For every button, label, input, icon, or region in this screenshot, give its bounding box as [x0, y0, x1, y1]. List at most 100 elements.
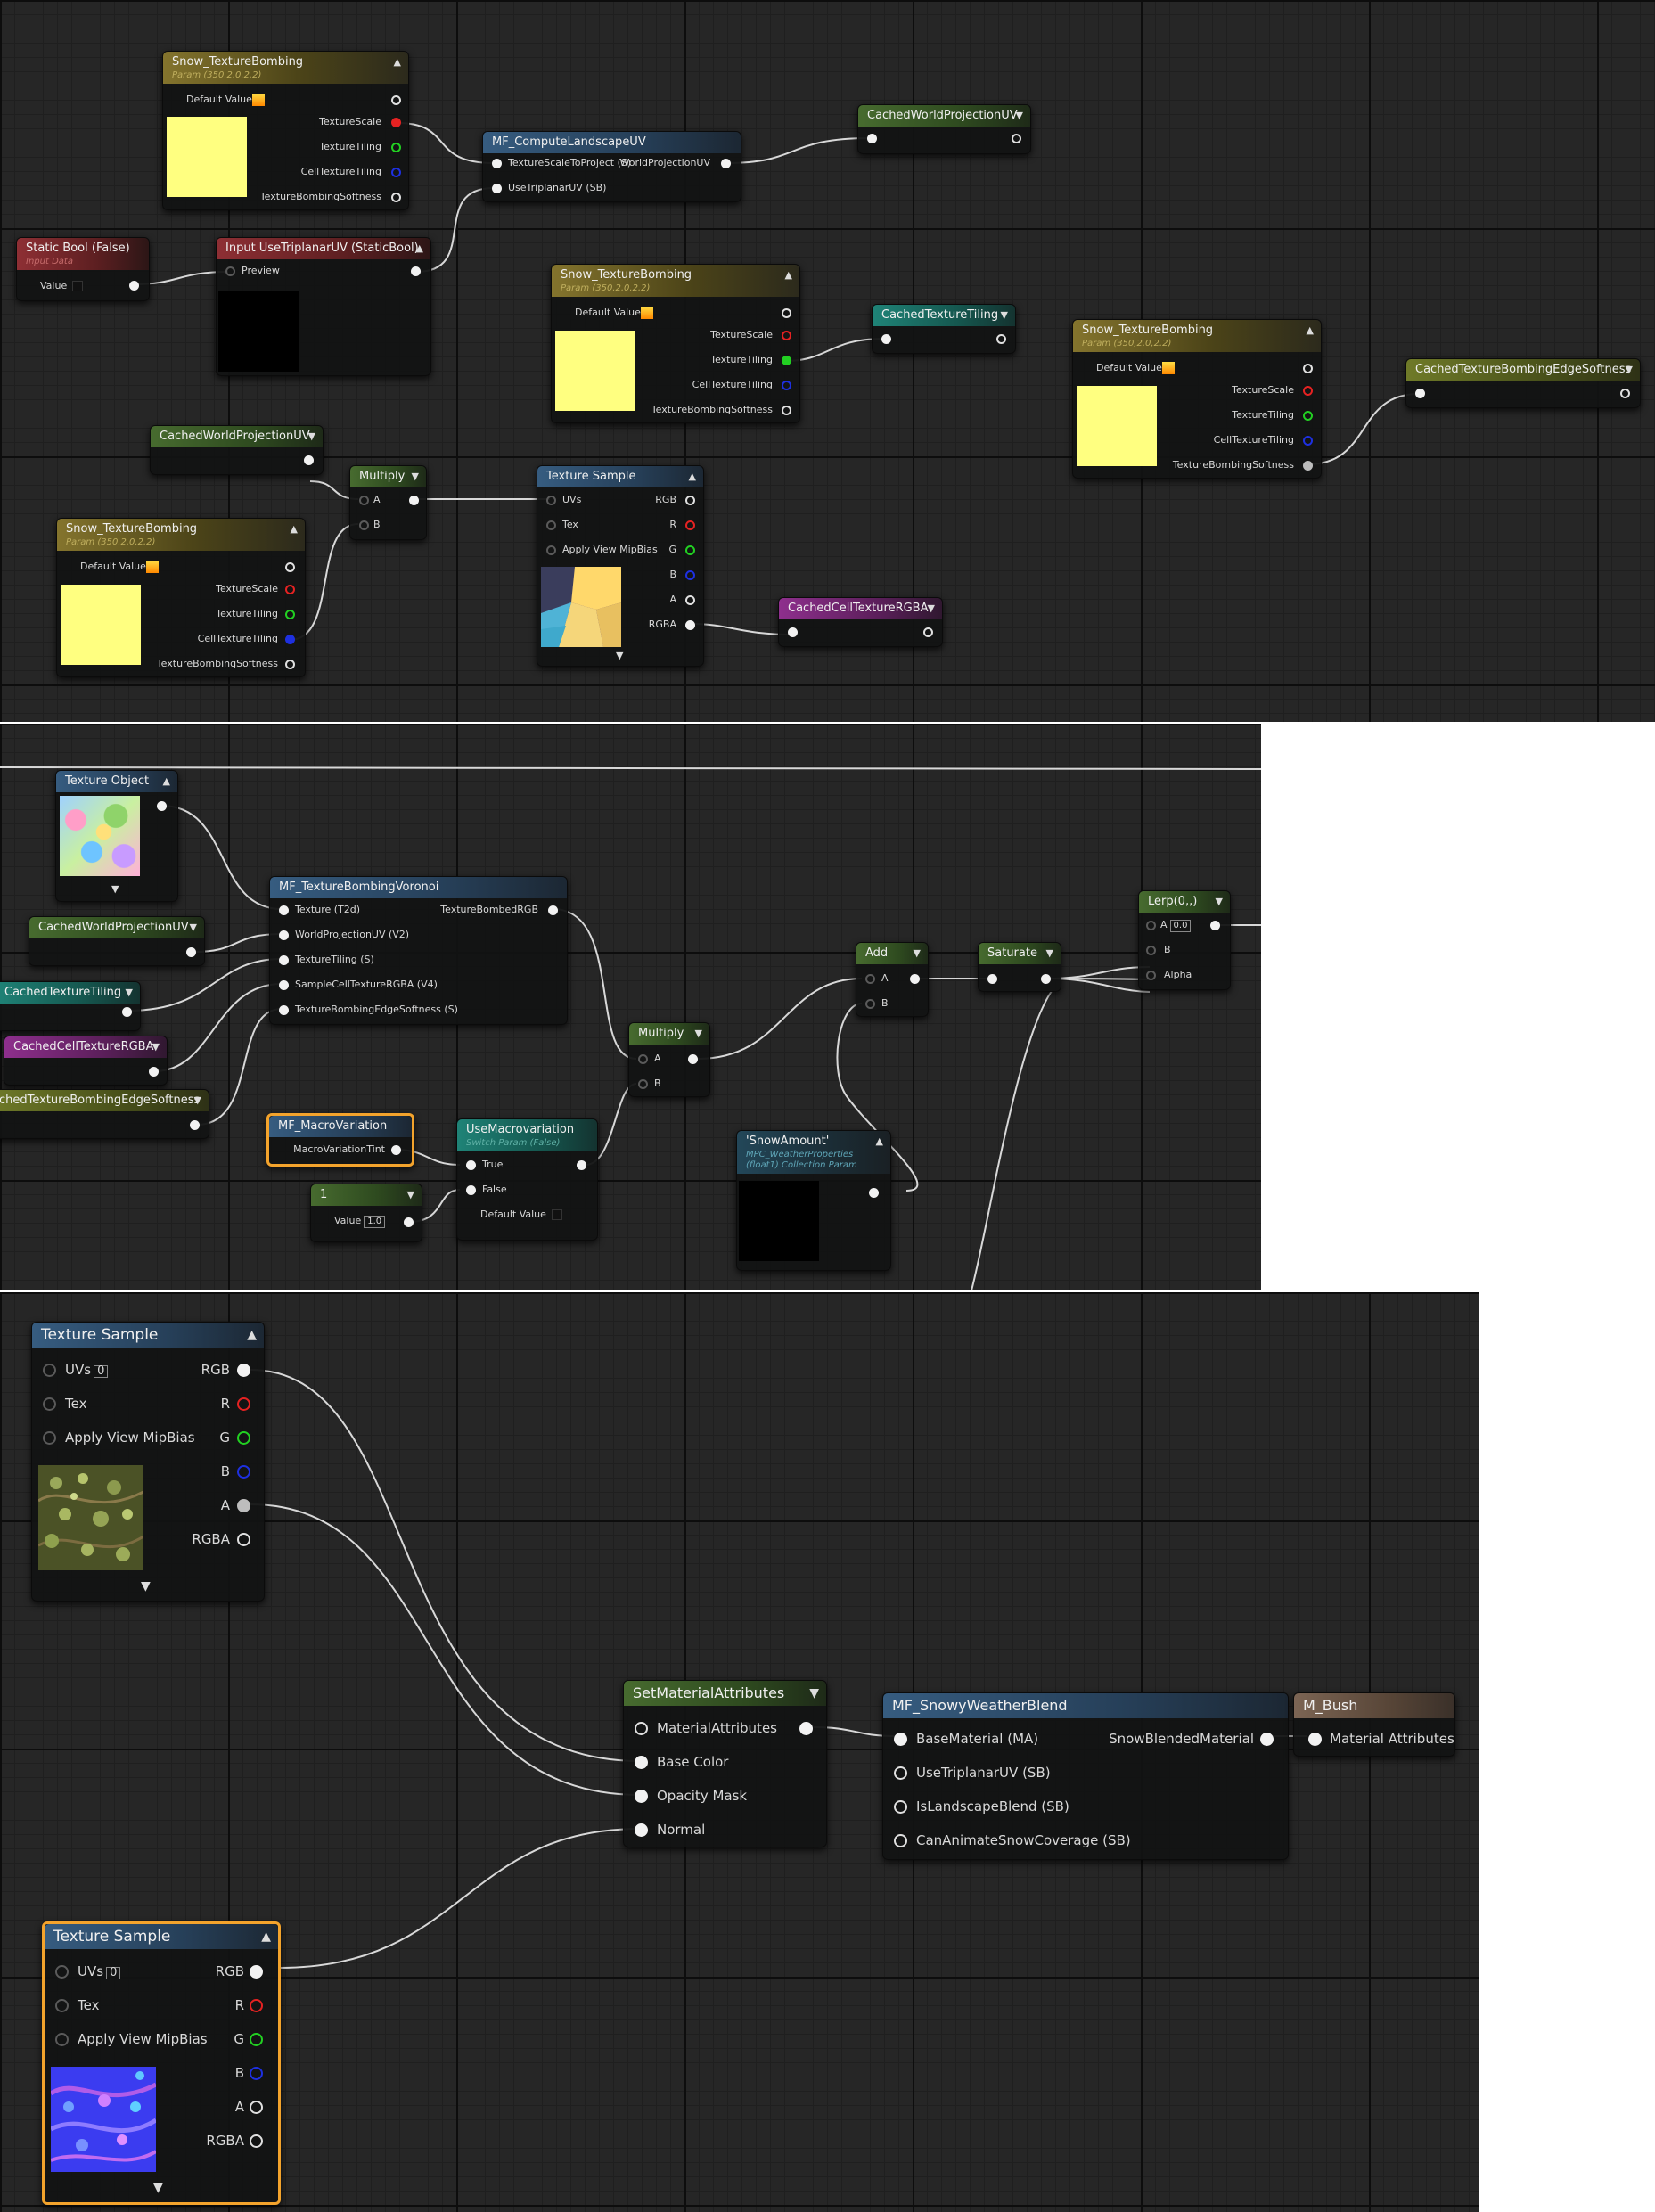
texture-bombing-softness-pin[interactable] [1303, 461, 1313, 471]
material-attributes-input-pin[interactable] [1308, 1733, 1322, 1746]
expand-chevron-icon[interactable]: ▼ [616, 650, 624, 661]
output-pin[interactable] [1041, 974, 1051, 984]
multiply-node[interactable]: Multiply▼ A B [349, 465, 427, 540]
graph-panel-texture-bombing[interactable]: Texture Object▲ ▼ MF_TextureBombingVoron… [0, 724, 1261, 1290]
texture-object-node[interactable]: Texture Object▲ ▼ [55, 770, 178, 902]
preview-pin[interactable] [225, 266, 235, 276]
output-pin[interactable] [548, 905, 558, 915]
cell-texture-tiling-pin[interactable] [1303, 436, 1313, 446]
g-output-pin[interactable] [237, 1431, 250, 1445]
chevron-down-icon[interactable]: ▼ [1625, 364, 1633, 375]
output-pin[interactable] [285, 562, 295, 572]
collapse-chevron-icon[interactable]: ▲ [415, 242, 423, 254]
output-pin[interactable] [1620, 389, 1630, 398]
input-pin-a[interactable] [865, 974, 875, 984]
input-pin[interactable] [546, 520, 556, 530]
input-pin[interactable] [55, 2033, 69, 2046]
input-pin[interactable] [492, 184, 502, 193]
output-pin[interactable] [688, 1054, 698, 1064]
uv-index-input[interactable]: 0 [106, 1967, 121, 1979]
value-checkbox[interactable] [72, 281, 84, 291]
expand-chevron-icon[interactable]: ▼ [141, 1579, 151, 1593]
texture-tiling-pin[interactable] [391, 143, 401, 152]
collapse-chevron-icon[interactable]: ▲ [290, 523, 298, 535]
cached-texture-bombing-edge-softness-node[interactable]: chedTextureBombingEdgeSoftness▼ [0, 1089, 209, 1139]
input-pin[interactable] [894, 1766, 907, 1780]
input-pin[interactable] [279, 955, 289, 965]
collapse-chevron-icon[interactable]: ▲ [247, 1328, 257, 1342]
output-pin[interactable] [391, 1145, 401, 1155]
input-pin-b[interactable] [865, 999, 875, 1009]
color-swatch[interactable] [1162, 362, 1175, 374]
output-pin[interactable] [577, 1160, 586, 1170]
output-pin[interactable] [1012, 134, 1021, 143]
r-output-pin[interactable] [685, 520, 695, 530]
snow-amount-collection-param-node[interactable]: 'SnowAmount'MPC_WeatherProperties (float… [736, 1130, 891, 1271]
input-pin[interactable] [894, 1800, 907, 1814]
input-pin-alpha[interactable] [1146, 971, 1156, 980]
a-output-pin[interactable] [237, 1499, 250, 1512]
input-pin[interactable] [867, 134, 877, 143]
cached-world-projection-uv-node[interactable]: CachedWorldProjectionUV▼ [150, 425, 324, 475]
normal-input-pin[interactable] [635, 1823, 648, 1837]
texture-sample-node[interactable]: Texture Sample▲ UVs Tex Apply View MipBi… [537, 465, 704, 667]
input-pin[interactable] [279, 905, 289, 915]
cached-cell-texture-rgba-node[interactable]: CachedCellTextureRGBA▼ [778, 597, 943, 647]
texture-tiling-pin[interactable] [782, 356, 791, 365]
output-pin[interactable] [910, 974, 920, 984]
output-pin[interactable] [411, 266, 421, 276]
input-pin-a[interactable] [638, 1054, 648, 1064]
collapse-chevron-icon[interactable]: ▲ [393, 56, 401, 68]
input-pin-b[interactable] [359, 520, 369, 530]
output-pin[interactable] [190, 1120, 200, 1130]
static-bool-node[interactable]: Static Bool (False)Input Data Value [16, 237, 150, 301]
input-pin[interactable] [492, 159, 502, 168]
input-pin-a[interactable] [359, 496, 369, 505]
chevron-down-icon[interactable]: ▼ [1000, 309, 1008, 321]
r-output-pin[interactable] [250, 1999, 263, 2012]
texture-scale-pin[interactable] [391, 118, 401, 127]
rgb-output-pin[interactable] [250, 1965, 263, 1979]
input-pin[interactable] [43, 1364, 56, 1377]
expand-chevron-icon[interactable]: ▼ [153, 2181, 163, 2195]
output-pin[interactable] [869, 1188, 879, 1198]
output-pin[interactable] [129, 281, 139, 291]
input-pin[interactable] [43, 1397, 56, 1411]
collapse-chevron-icon[interactable]: ▲ [875, 1135, 883, 1147]
multiply-node[interactable]: Multiply▼ A B [628, 1022, 710, 1097]
collapse-chevron-icon[interactable]: ▲ [261, 1929, 271, 1944]
rgba-output-pin[interactable] [685, 620, 695, 630]
color-swatch[interactable] [252, 94, 265, 106]
material-attributes-input-pin[interactable] [635, 1722, 648, 1735]
cell-texture-tiling-pin[interactable] [782, 381, 791, 390]
cached-world-projection-uv-node[interactable]: CachedWorldProjectionUV▼ [857, 104, 1031, 154]
rgb-output-pin[interactable] [237, 1364, 250, 1377]
rgba-output-pin[interactable] [250, 2134, 263, 2148]
set-material-attributes-node[interactable]: SetMaterialAttributes▼ MaterialAttribute… [623, 1680, 827, 1847]
chevron-down-icon[interactable]: ▼ [411, 471, 419, 482]
chevron-down-icon[interactable]: ▼ [125, 987, 133, 998]
m-bush-output-node[interactable]: M_Bush Material Attributes [1293, 1692, 1455, 1757]
g-output-pin[interactable] [685, 545, 695, 555]
input-pin[interactable] [279, 980, 289, 990]
mf-snowy-weather-blend-node[interactable]: MF_SnowyWeatherBlend BaseMaterial (MA) S… [882, 1692, 1289, 1860]
cell-texture-tiling-pin[interactable] [285, 635, 295, 644]
cached-world-projection-uv-node[interactable]: CachedWorldProjectionUV▼ [29, 916, 205, 966]
chevron-down-icon[interactable]: ▼ [1215, 896, 1223, 907]
chevron-down-icon[interactable]: ▼ [406, 1189, 414, 1200]
chevron-down-icon[interactable]: ▼ [189, 922, 197, 933]
add-node[interactable]: Add▼ A B [856, 942, 929, 1017]
input-pin[interactable] [546, 496, 556, 505]
texture-bombing-softness-pin[interactable] [285, 660, 295, 669]
collapse-chevron-icon[interactable]: ▲ [784, 269, 792, 281]
input-pin[interactable] [279, 1005, 289, 1015]
collapse-chevron-icon[interactable]: ▲ [1306, 324, 1314, 336]
input-pin[interactable] [55, 1965, 69, 1979]
